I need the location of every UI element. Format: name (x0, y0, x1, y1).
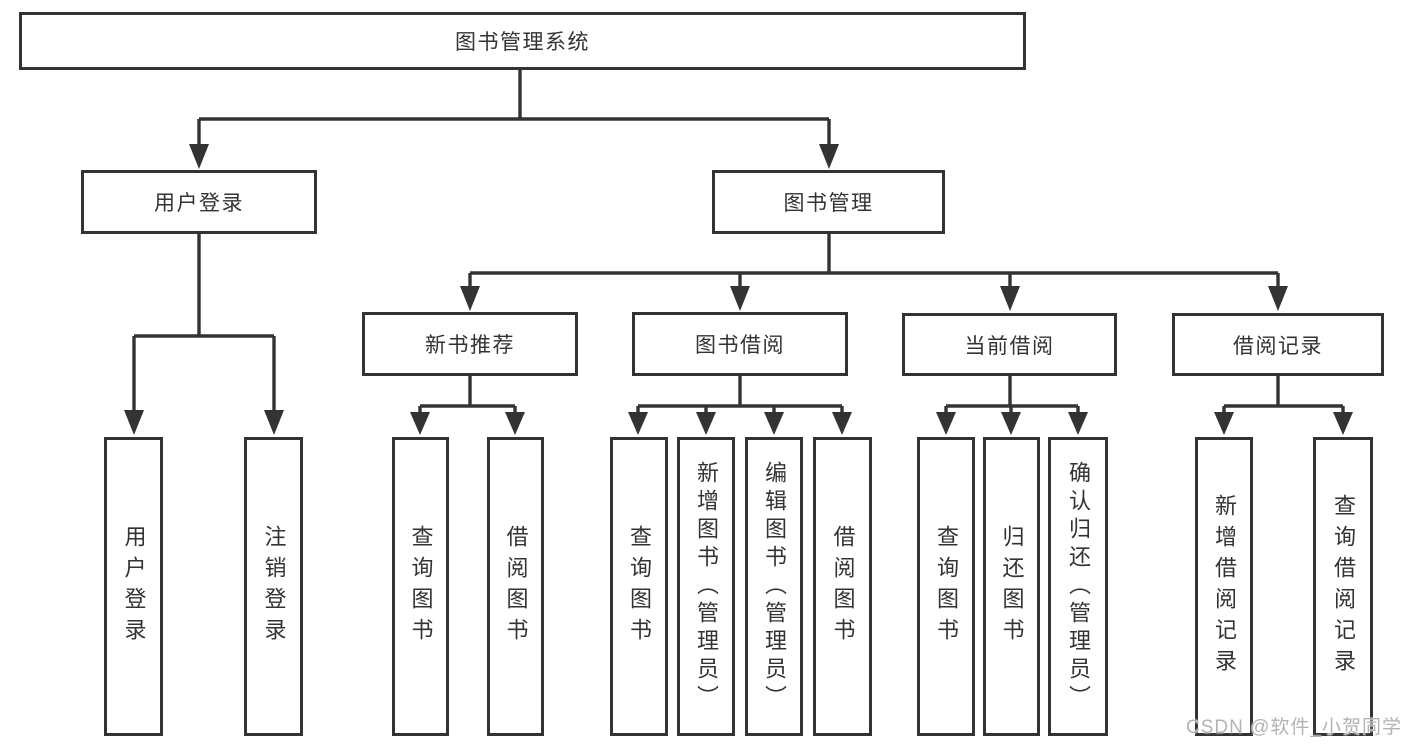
arrowhead (410, 412, 430, 435)
leaf-label: 归还图书 (999, 524, 1025, 649)
leaf-confirm-return-admin: 确认归还（管理员） (1048, 437, 1108, 736)
leaf-label: 新增图书（管理员） (694, 460, 719, 713)
leaf-query-books-current: 查询图书 (917, 437, 975, 736)
arrowhead (1068, 412, 1088, 435)
connector-root-to-level2 (197, 70, 831, 146)
node-label: 新书推荐 (425, 334, 515, 357)
node-label: 借阅记录 (1233, 334, 1323, 358)
connector-user-login-group (132, 234, 276, 412)
leaf-return-books: 归还图书 (983, 437, 1040, 736)
leaf-label: 查询图书 (627, 524, 652, 649)
arrowhead (764, 412, 784, 435)
leaf-label: 借阅图书 (503, 524, 529, 649)
arrowhead (189, 144, 209, 169)
node-label: 图书借阅 (695, 334, 785, 357)
arrowheads (124, 144, 1353, 435)
leaf-label: 借阅图书 (830, 524, 856, 649)
node-new-book-recommend: 新书推荐 (362, 312, 578, 376)
node-book-management: 图书管理 (712, 170, 945, 234)
leaf-label: 编辑图书（管理员） (762, 460, 787, 713)
arrowhead (628, 412, 648, 435)
arrowhead (1001, 412, 1021, 435)
leaf-query-books-recommend: 查询图书 (392, 437, 449, 736)
connector-borrow-records-group (1222, 376, 1345, 414)
arrowhead (936, 412, 956, 435)
leaf-add-borrow-record: 新增借阅记录 (1195, 437, 1253, 736)
leaf-user-login: 用户登录 (104, 437, 163, 736)
connector-book-mgmt-to-level3 (468, 234, 1280, 287)
leaf-label: 注销登录 (261, 524, 287, 649)
connector-book-borrow-group (636, 376, 844, 414)
arrowhead (264, 410, 284, 435)
leaf-borrow-books-recommend: 借阅图书 (487, 437, 544, 736)
arrowhead (1214, 412, 1234, 435)
leaf-add-books-admin: 新增图书（管理员） (677, 437, 735, 736)
node-label: 当前借阅 (964, 334, 1055, 358)
leaf-borrow-books: 借阅图书 (813, 437, 872, 736)
connector-current-borrow-group (944, 376, 1080, 414)
arrowhead (460, 286, 480, 311)
arrowhead (505, 412, 525, 435)
csdn-watermark: CSDN @软件_小贺同学 (1186, 717, 1402, 738)
arrowhead (819, 144, 839, 169)
node-label: 图书管理 (783, 192, 874, 215)
arrowhead (696, 412, 716, 435)
leaf-label: 查询图书 (408, 524, 434, 649)
node-user-login: 用户登录 (81, 170, 317, 234)
arrowhead (124, 410, 144, 435)
leaf-edit-books-admin: 编辑图书（管理员） (745, 437, 803, 736)
arrowhead (1333, 412, 1353, 435)
arrowhead (832, 412, 852, 435)
arrowhead (1000, 286, 1020, 311)
node-book-borrow: 图书借阅 (632, 312, 848, 376)
leaf-label: 查询借阅记录 (1331, 493, 1356, 680)
leaf-label: 确认归还（管理员） (1066, 460, 1091, 713)
connector-new-book-group (418, 376, 517, 414)
node-library-management-system: 图书管理系统 (19, 12, 1026, 70)
leaf-query-borrow-record: 查询借阅记录 (1313, 437, 1373, 736)
leaf-logout-login: 注销登录 (244, 437, 303, 736)
leaf-label: 用户登录 (121, 524, 147, 649)
leaf-label: 新增借阅记录 (1212, 493, 1237, 680)
node-borrow-records: 借阅记录 (1172, 313, 1384, 376)
arrowhead (730, 286, 750, 311)
leaf-label: 查询图书 (934, 524, 959, 649)
node-label: 用户登录 (154, 192, 244, 215)
node-current-borrow: 当前借阅 (902, 313, 1117, 376)
node-label: 图书管理系统 (455, 31, 590, 54)
leaf-query-books-borrow: 查询图书 (610, 437, 668, 736)
arrowhead (1268, 286, 1288, 311)
